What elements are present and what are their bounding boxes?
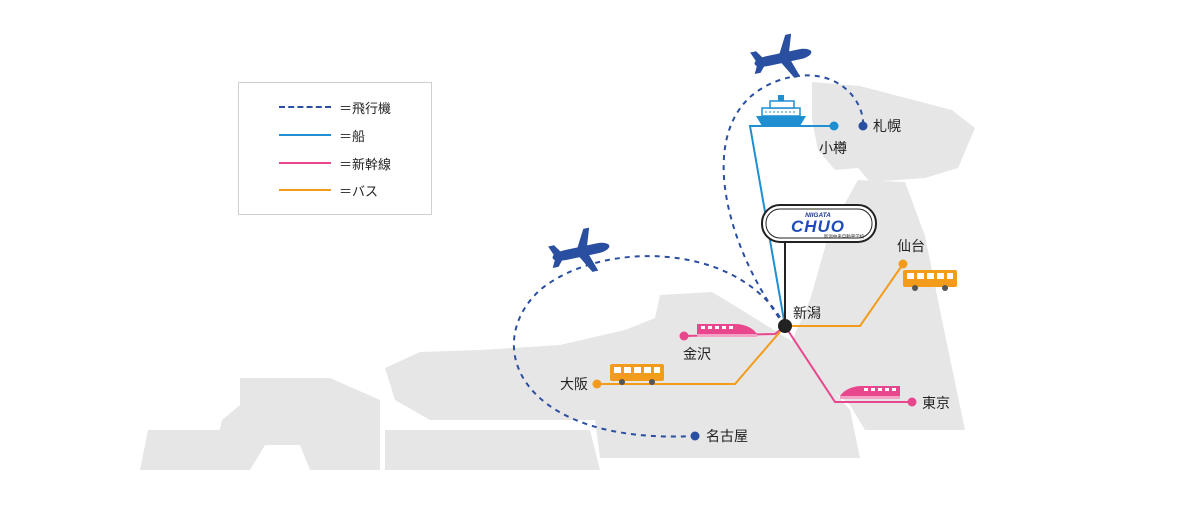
city-label-sapporo: 札幌 — [873, 119, 901, 135]
legend-label-ship: ＝船 — [339, 129, 366, 145]
land-shikoku — [385, 430, 600, 470]
legend-label-bus: ＝バス — [339, 184, 379, 200]
route-bus-sendai — [785, 263, 904, 327]
airplane-icon — [750, 33, 812, 78]
airplane-icon — [548, 227, 610, 272]
legend-row-shinkansen: ＝新幹線 — [279, 153, 391, 173]
school-logo: NIIGATA CHUO 新潟中央自動車学校 — [761, 204, 877, 243]
route-ship-otaru — [748, 125, 834, 327]
ferry-icon — [756, 95, 806, 126]
logo-caption: 新潟中央自動車学校 — [824, 233, 865, 240]
legend-swatch-ship — [279, 134, 331, 136]
city-label-niigata: 新潟 — [793, 306, 821, 322]
city-label-kanazawa: 金沢 — [683, 347, 711, 363]
land-kyushu — [210, 378, 380, 470]
legend-label-plane: ＝飛行機 — [339, 101, 392, 117]
legend-swatch-plane — [279, 106, 331, 108]
city-label-osaka: 大阪 — [560, 377, 588, 393]
legend-row-plane: ＝飛行機 — [279, 97, 391, 117]
legend: ＝飛行機 ＝船 ＝新幹線 ＝バス — [238, 82, 432, 215]
bus-icon — [610, 364, 664, 385]
route-shinkansen-tokyo — [784, 325, 912, 403]
shinkansen-icon — [840, 386, 900, 399]
land-island-sw — [140, 430, 230, 470]
dot-sapporo — [858, 121, 868, 131]
legend-swatch-shinkansen — [279, 162, 331, 164]
route-bus-osaka — [597, 325, 786, 385]
dot-nagoya — [690, 431, 700, 441]
legend-swatch-bus — [279, 189, 331, 191]
dot-osaka — [592, 379, 602, 389]
city-label-nagoya: 名古屋 — [706, 429, 748, 445]
logo-sub: NIIGATA — [805, 212, 831, 219]
dot-sendai — [898, 259, 908, 269]
legend-row-ship: ＝船 — [279, 125, 365, 145]
city-label-otaru: 小樽 — [819, 141, 847, 157]
route-plane-nagoya — [512, 255, 786, 438]
land-hokkaido — [812, 82, 975, 182]
dot-tokyo — [907, 397, 917, 407]
city-dots — [592, 121, 917, 441]
city-label-tokyo: 東京 — [922, 396, 950, 412]
dot-otaru — [829, 121, 839, 131]
legend-row-bus: ＝バス — [279, 180, 378, 200]
shinkansen-icon — [697, 324, 757, 337]
bus-routes — [597, 263, 904, 385]
bus-icon — [903, 270, 957, 291]
plane-routes — [512, 74, 865, 438]
legend-label-shinkansen: ＝新幹線 — [339, 157, 392, 173]
dot-niigata-hub — [778, 319, 792, 333]
logo-brand: CHUO — [791, 217, 845, 236]
dot-kanazawa — [679, 331, 689, 341]
ship-routes — [748, 125, 834, 327]
route-plane-sapporo — [722, 74, 865, 327]
city-label-sendai: 仙台 — [897, 239, 925, 255]
